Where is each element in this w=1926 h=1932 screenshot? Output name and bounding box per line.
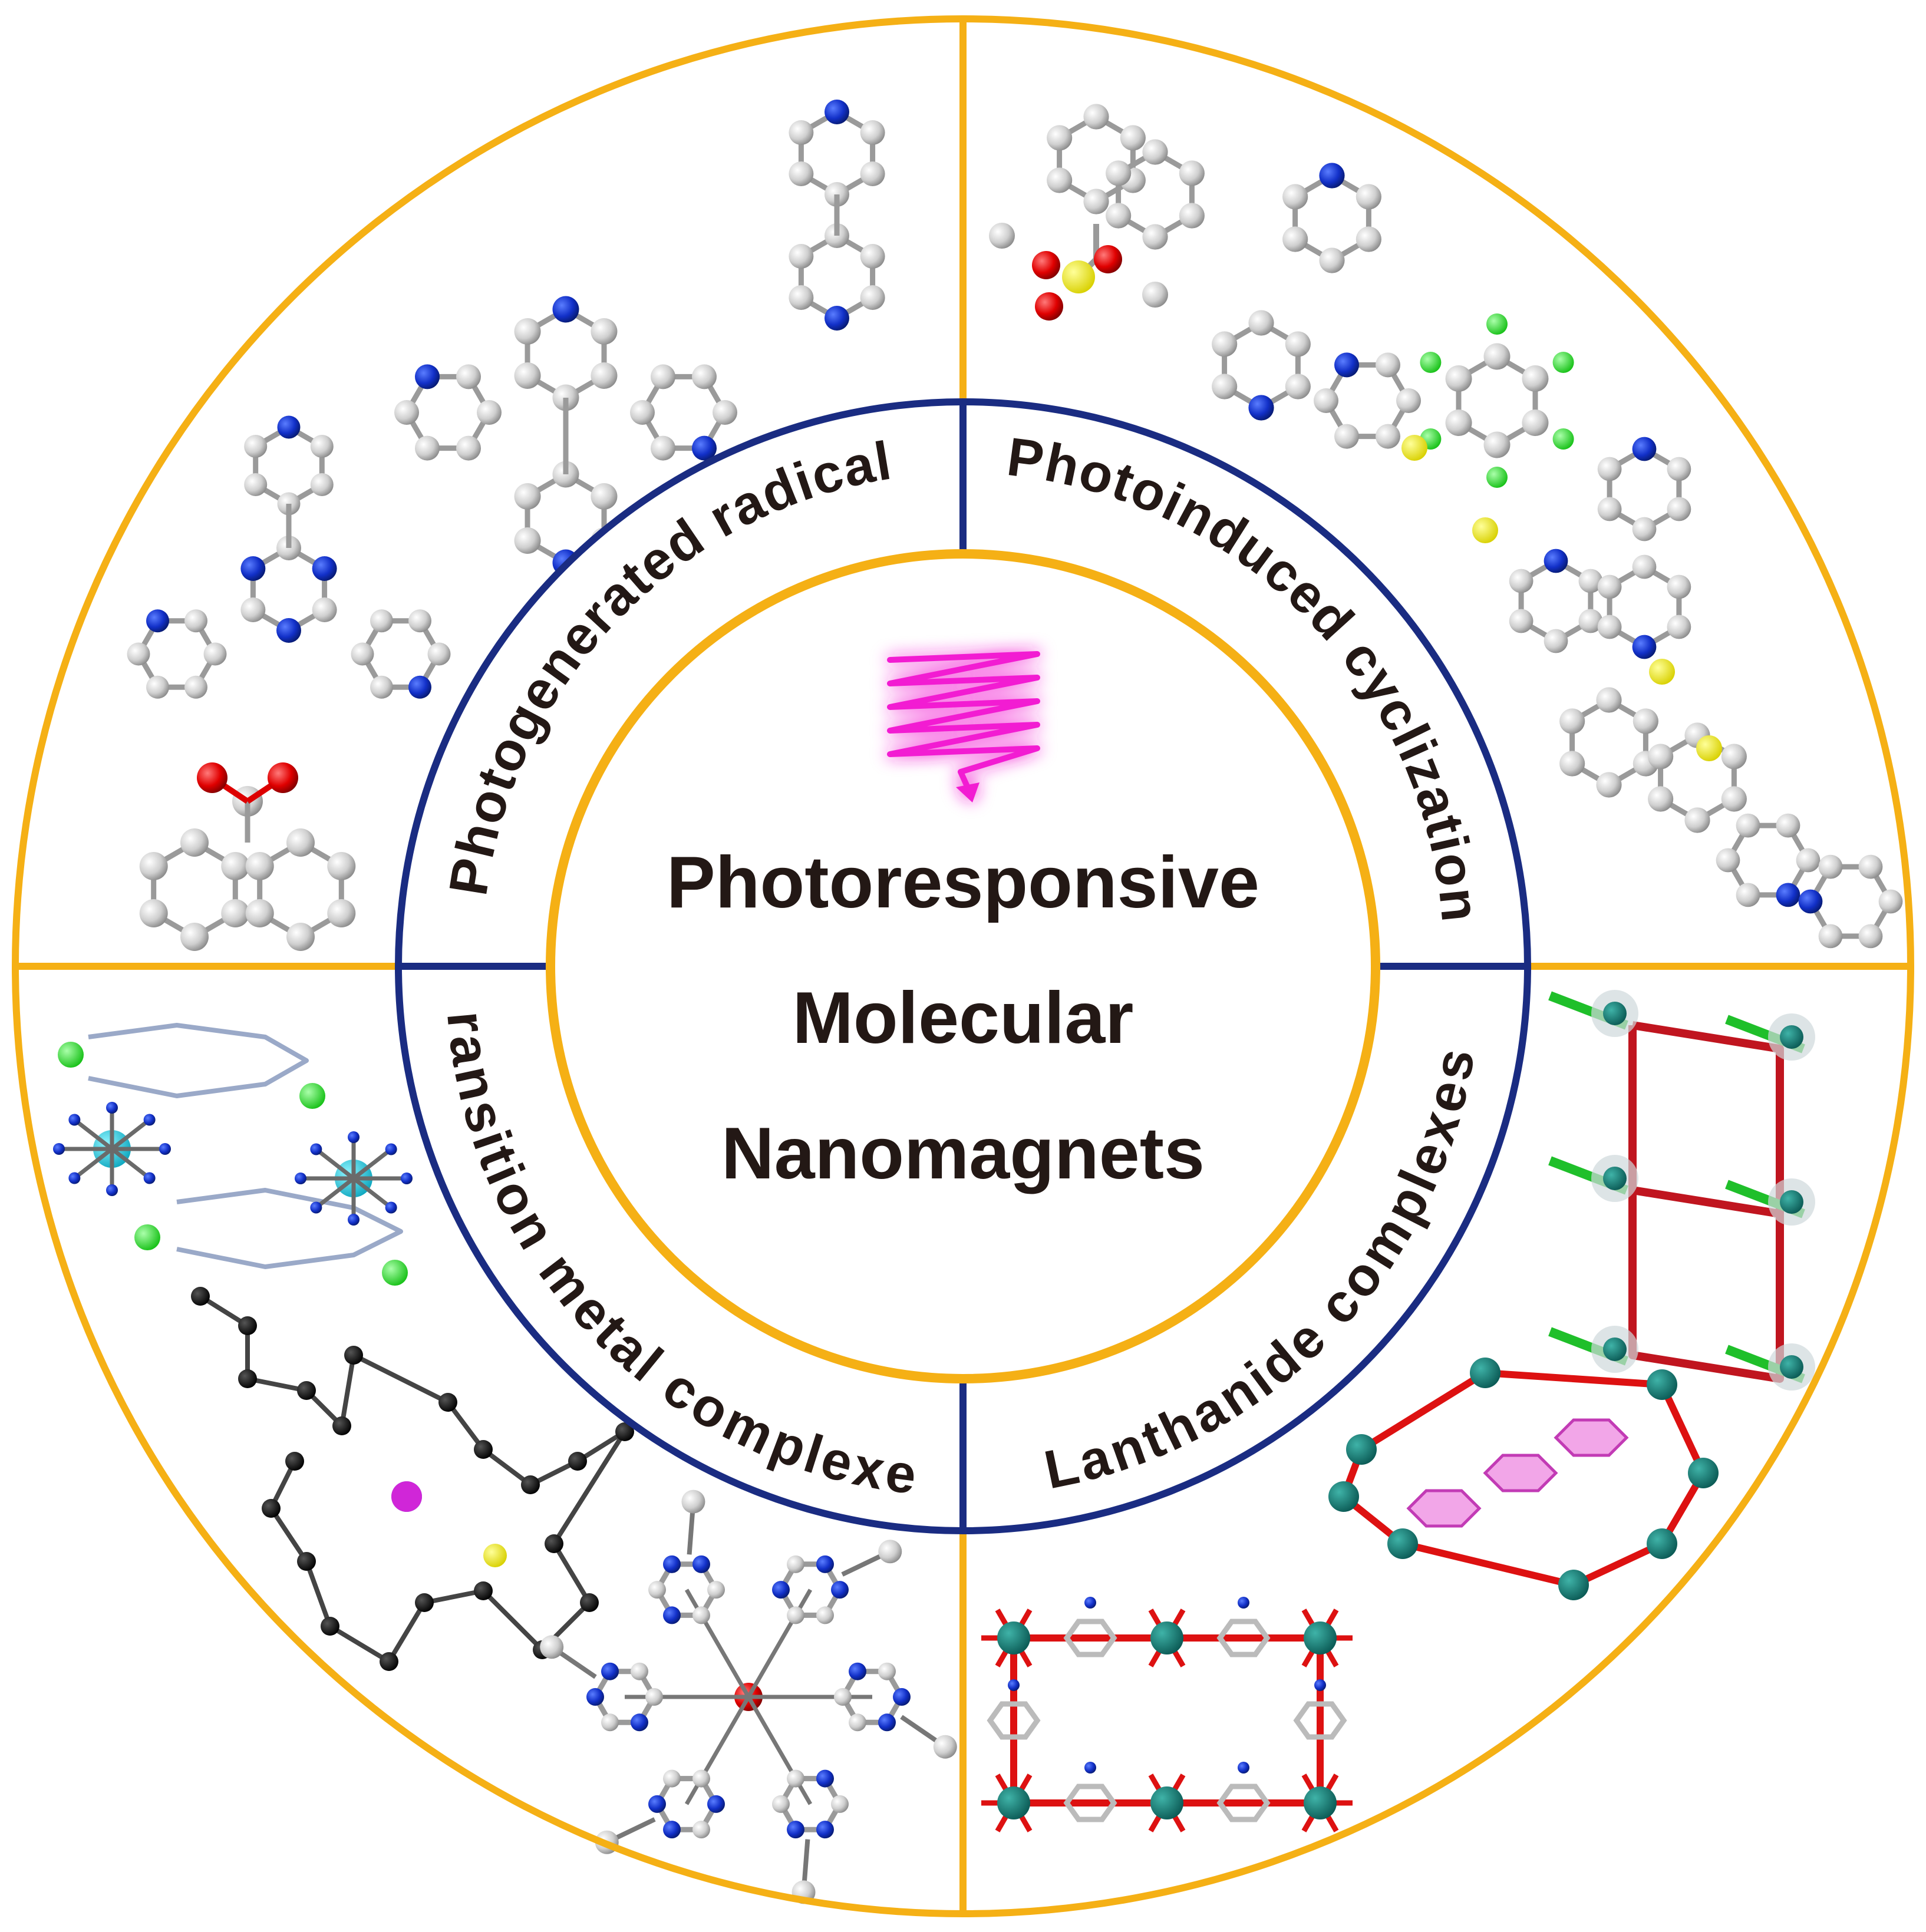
lanthanide-framework-structures-icon: [981, 990, 1815, 1832]
diarylethene-molecules-icon: [989, 104, 1903, 949]
title-line-1: Photoresponsive: [667, 842, 1259, 923]
center-ring: [546, 549, 1380, 1383]
ring-structure: [12, 15, 1914, 1917]
transition-metal-complex-structures-icon: [53, 1023, 957, 1904]
light-wave-icon: [887, 651, 1040, 802]
pyridyl-radical-molecules-icon: [127, 100, 885, 951]
title-line-2: Molecular: [793, 977, 1134, 1059]
title-line-3: Nanomagnets: [721, 1113, 1205, 1194]
